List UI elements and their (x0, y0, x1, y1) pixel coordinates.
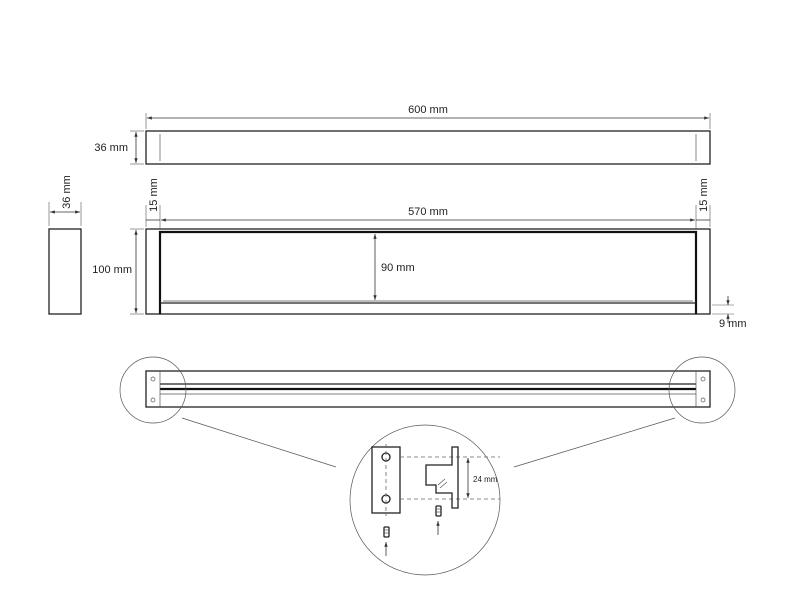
bracket-profile (425, 446, 459, 509)
bracket-hatch (439, 481, 448, 489)
screw-hole-icon (150, 376, 156, 382)
height-label: 100 mm (92, 264, 132, 276)
side-view-outline (48, 228, 82, 315)
mounting-view (119, 356, 736, 468)
side-depth-label: 36 mm (61, 175, 73, 209)
detail-leader-right (513, 417, 676, 468)
end-left-label: 15 mm (148, 178, 160, 212)
side-view: 36 mm (48, 175, 82, 315)
front-view-outline (145, 228, 711, 315)
end-right-label: 15 mm (698, 178, 710, 212)
inner-length-label: 570 mm (408, 206, 448, 218)
screw-hole-icon (700, 397, 706, 403)
enlarged-detail-circle (349, 424, 501, 576)
mounting-view-outline (145, 370, 711, 408)
screw-icon (435, 505, 442, 517)
depth-label: 36 mm (94, 142, 128, 154)
bracket-hatch (437, 478, 446, 486)
screw-hole-icon (150, 397, 156, 403)
bracket-height-label: 24 mm (473, 475, 498, 484)
overall-length-label: 600 mm (408, 104, 448, 116)
inner-height-label: 90 mm (381, 262, 415, 274)
top-view: 600 mm 36 mm (94, 104, 711, 165)
detail-circle-left (119, 356, 187, 424)
enlarged-detail: 24 mm (349, 424, 501, 576)
detail-leader-left (181, 417, 337, 468)
bottom-offset-label: 9 mm (719, 318, 747, 330)
front-view: 15 mm 570 mm 15 mm 100 mm 90 mm 9 mm (92, 178, 746, 330)
screw-icon (383, 526, 390, 538)
top-view-outline (145, 130, 711, 165)
detail-circle-right (668, 356, 736, 424)
front-view-tray (158, 230, 698, 314)
screw-hole-icon (700, 376, 706, 382)
